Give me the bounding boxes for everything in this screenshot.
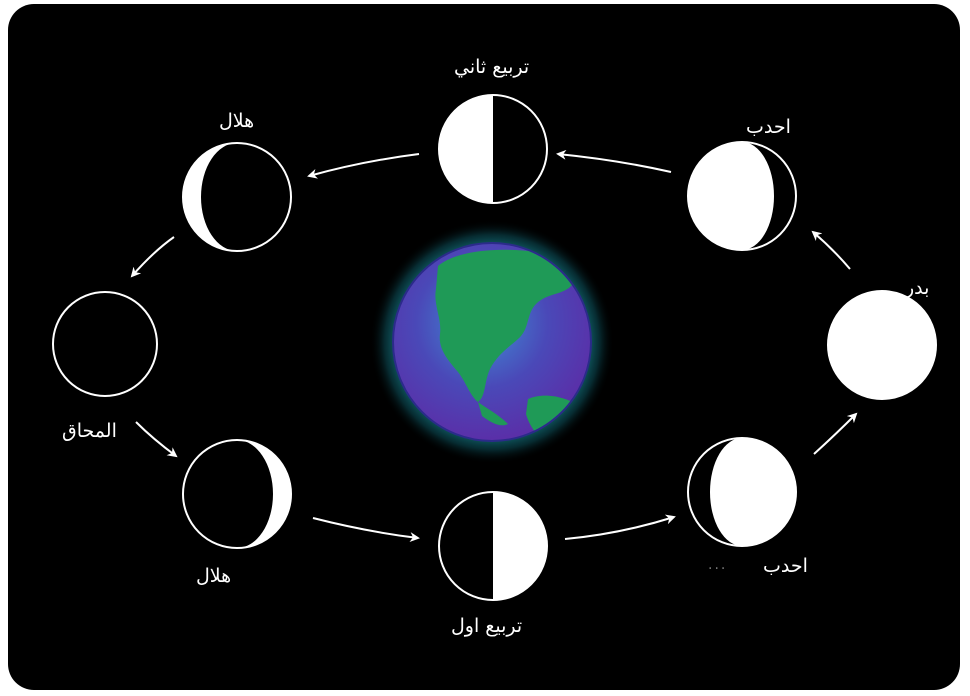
label-waning-gibbous: احدب	[746, 118, 791, 137]
label-first-quarter: تربيع اول	[451, 617, 522, 636]
label-waxing-gibbous: احدب	[763, 557, 808, 576]
orbit-arrow-icon	[132, 237, 174, 276]
moon-third-quarter	[439, 95, 547, 203]
orbit-arrow-icon	[565, 517, 674, 539]
label-waxing-crescent: هلال	[196, 567, 231, 586]
orbit-arrow-icon	[136, 422, 176, 456]
label-third-quarter: تربيع ثاني	[454, 58, 529, 77]
moon-waxing-gibbous	[688, 438, 796, 546]
orbit-arrow-icon	[313, 518, 418, 538]
moon-waning-gibbous	[688, 142, 796, 250]
diagram-panel: المحاق هلال تربيع اول احدب ··· بدر احدب …	[8, 4, 960, 690]
label-new-moon: المحاق	[62, 422, 117, 441]
moon-first-quarter	[439, 492, 547, 600]
faint-dots: ···	[708, 561, 727, 577]
orbit-arrow-icon	[813, 232, 850, 269]
moon-new-moon	[53, 292, 157, 396]
earth-globe-icon	[370, 220, 614, 464]
orbit-arrow-icon	[814, 414, 856, 454]
label-waning-crescent: هلال	[219, 112, 254, 131]
moon-waning-crescent	[183, 143, 291, 251]
moon-waxing-crescent	[183, 440, 291, 548]
orbit-arrow-icon	[309, 154, 419, 176]
moon-phases-diagram	[8, 4, 960, 690]
label-full-moon: بدر	[905, 279, 929, 298]
orbit-arrow-icon	[558, 154, 671, 172]
moon-full-moon	[828, 291, 936, 399]
